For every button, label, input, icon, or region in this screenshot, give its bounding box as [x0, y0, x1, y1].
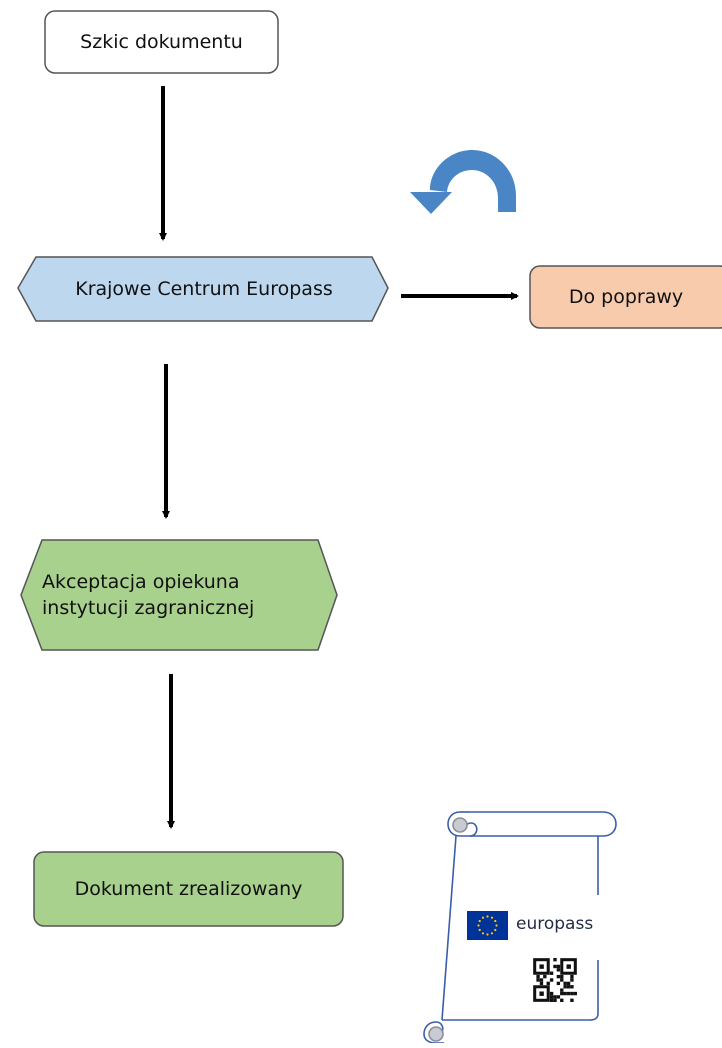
eu-star [481, 916, 485, 919]
eu-star [495, 924, 498, 927]
qr-module [543, 974, 547, 979]
qr-module [570, 978, 574, 982]
curved-return-arrow-icon [410, 150, 516, 214]
qr-module [553, 995, 557, 999]
qr-module [546, 981, 550, 986]
completed-label: Dokument zrealizowany [74, 878, 303, 900]
qr-module [556, 981, 561, 986]
qr-module [556, 968, 561, 972]
qr-module [556, 964, 561, 969]
qr-module [549, 998, 554, 1002]
qr-module [560, 998, 564, 1002]
qr-module [570, 985, 574, 989]
qr-module [553, 958, 557, 962]
completed-box [33, 851, 344, 927]
eu-star [477, 924, 480, 927]
qr-module [570, 974, 574, 979]
qr-module [563, 981, 567, 986]
eu-star [478, 919, 481, 923]
qr-finder [533, 985, 550, 1002]
qr-module [563, 991, 567, 996]
acceptance-hexagon [20, 539, 338, 651]
qr-module [560, 988, 564, 992]
eu-star [494, 919, 497, 923]
draft-box [44, 10, 279, 74]
eu-star [490, 932, 494, 935]
acceptance-label-line2: instytucji zagranicznej [42, 597, 255, 619]
qr-module [556, 995, 561, 999]
acceptance-label: Akceptacja opiekuna instytucji zagranicz… [30, 551, 330, 639]
qr-code-icon [533, 958, 577, 1002]
eu-star [494, 928, 497, 932]
qr-finder-center [566, 964, 571, 969]
to-correct-label: Do poprawy [568, 286, 684, 308]
qr-module [556, 974, 561, 979]
qr-module [566, 991, 571, 996]
qr-module [553, 998, 557, 1002]
europass-logo-text: europass [516, 914, 594, 934]
qr-module [549, 991, 554, 996]
qr-module [539, 978, 544, 982]
qr-module [560, 991, 564, 996]
qr-module [549, 995, 554, 999]
qr-finder-center [539, 964, 544, 969]
eu-star [490, 916, 494, 919]
qr-module [566, 981, 571, 986]
national-centre-label: Krajowe Centrum Europass [75, 278, 333, 300]
qr-module [563, 985, 567, 989]
qr-module [549, 978, 554, 982]
qr-module [560, 974, 564, 979]
qr-module [570, 991, 574, 996]
eu-star [481, 932, 485, 935]
national-centre-hexagon [17, 256, 389, 322]
qr-module [573, 991, 577, 996]
qr-module [553, 964, 557, 969]
acceptance-label-line1: Akceptacja opiekuna [42, 571, 240, 593]
eu-star [478, 928, 481, 932]
draft-label: Szkic dokumentu [80, 31, 243, 53]
qr-module [536, 974, 540, 979]
scroll-icon [423, 811, 617, 1044]
qr-module [549, 971, 554, 975]
qr-module [560, 978, 564, 982]
qr-module [566, 985, 571, 989]
eu-star [486, 933, 489, 936]
qr-finder [560, 958, 577, 975]
eu-flag-icon [467, 911, 508, 940]
qr-module [536, 978, 540, 982]
qr-module [539, 981, 544, 986]
qr-finder [533, 958, 550, 975]
to-correct-box [529, 265, 722, 329]
qr-module [570, 998, 574, 1002]
eu-star [486, 915, 489, 918]
qr-finder-center [539, 991, 544, 996]
